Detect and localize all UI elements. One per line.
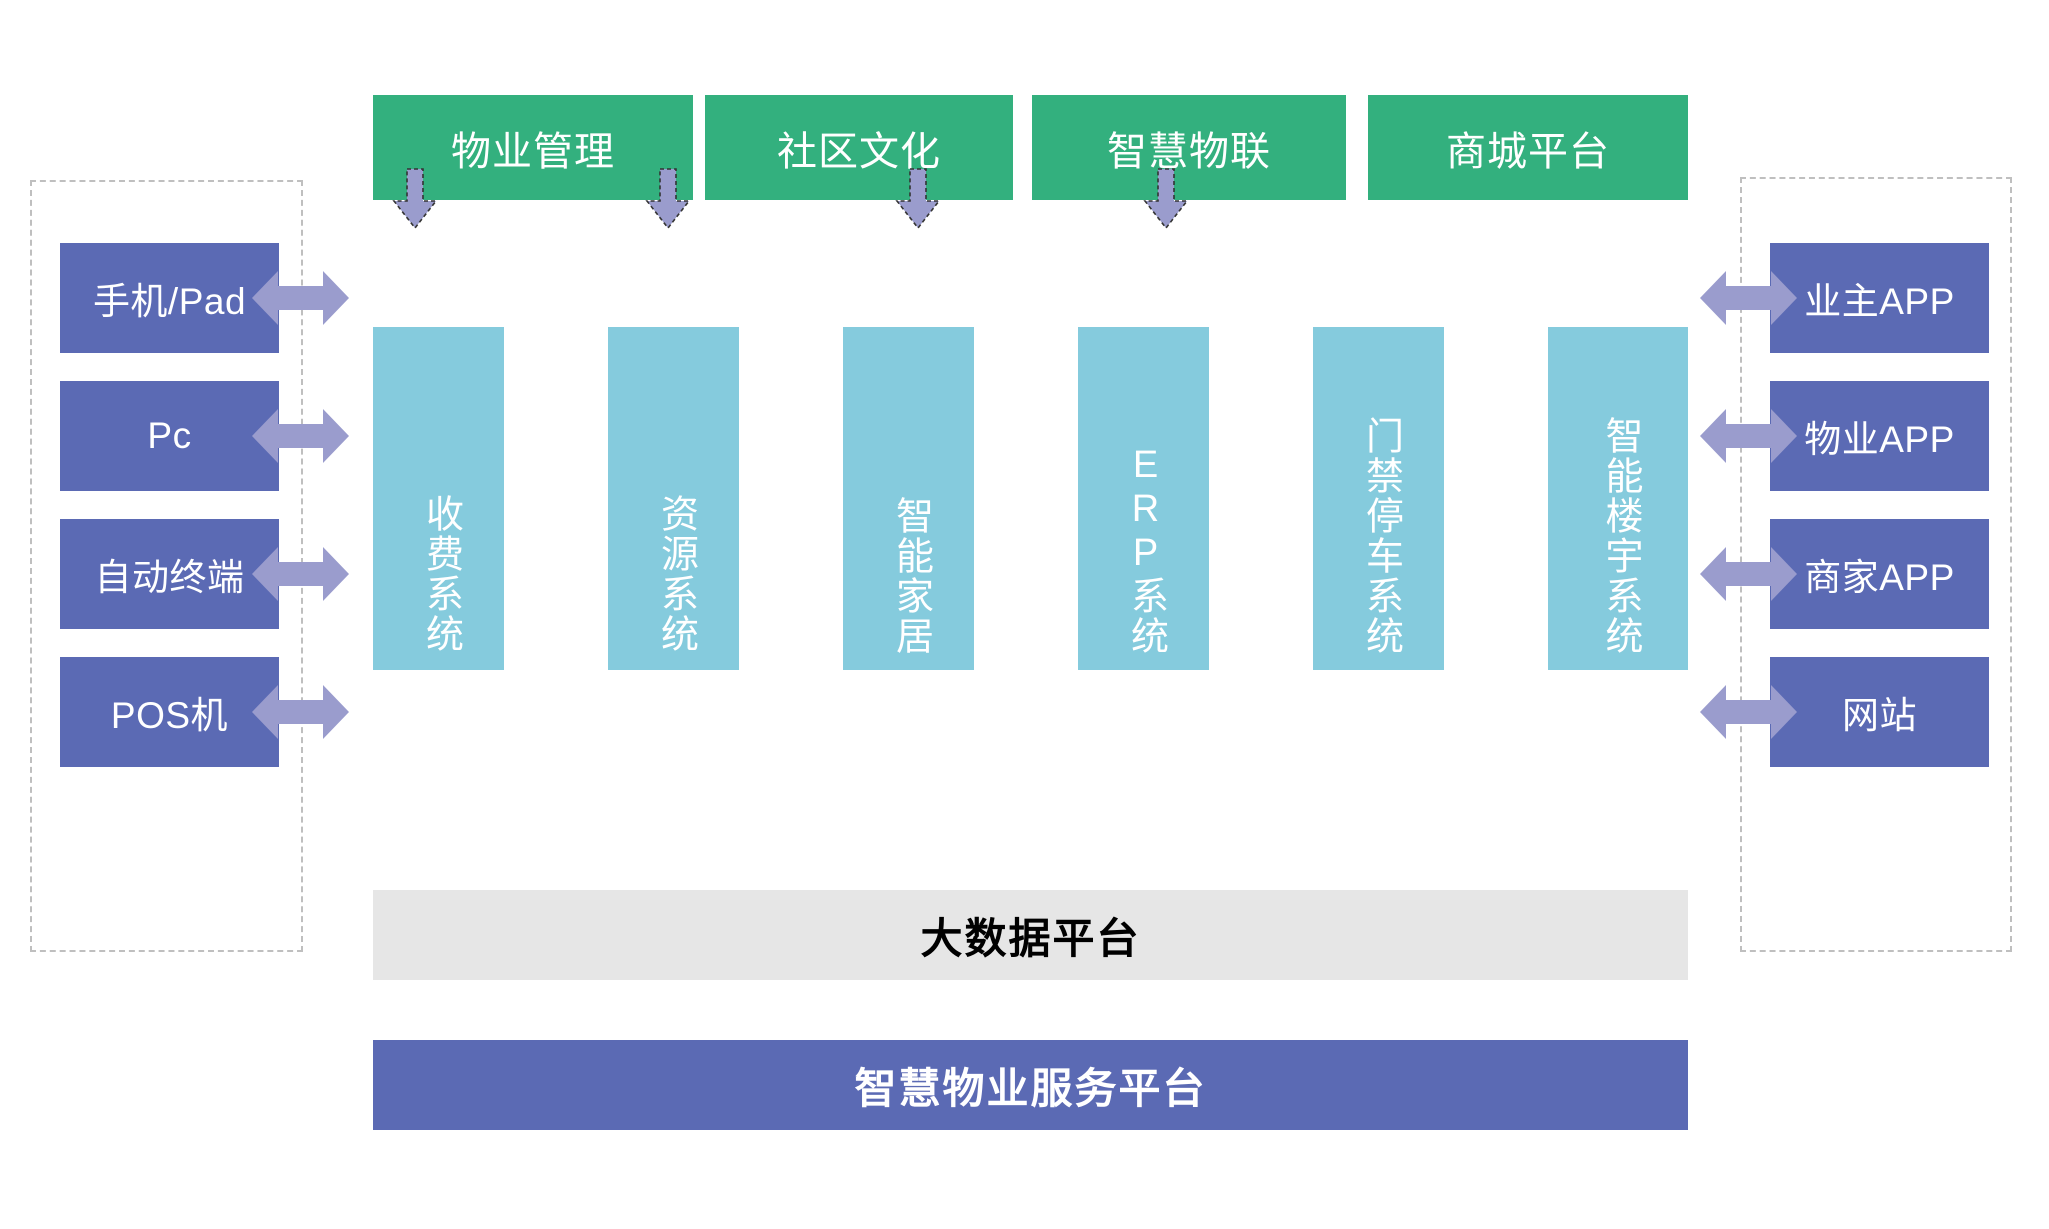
system-label: 智能家居 <box>889 496 932 656</box>
system-label: 智能楼宇系统 <box>1599 416 1641 656</box>
app-box-website[interactable]: 网站 <box>1770 657 1989 767</box>
down-arrow-icon <box>895 168 941 230</box>
system-column-erp[interactable]: ERP系统 <box>1078 327 1209 670</box>
down-arrow-icon <box>392 168 438 230</box>
double-headed-arrow-icon <box>252 403 349 469</box>
double-headed-arrow-icon <box>252 265 349 331</box>
system-column-charging[interactable]: 收费系统 <box>373 327 504 670</box>
system-label: 资源系统 <box>654 494 697 654</box>
device-box-pc[interactable]: Pc <box>60 381 279 491</box>
category-box-smart-iot[interactable]: 智慧物联 <box>1032 95 1346 200</box>
double-headed-arrow-icon <box>252 541 349 607</box>
system-label: ERP系统 <box>1124 444 1167 656</box>
system-column-smart-building[interactable]: 智能楼宇系统 <box>1548 327 1688 670</box>
app-box-property-app[interactable]: 物业APP <box>1770 381 1989 491</box>
down-arrow-icon <box>1143 168 1189 230</box>
category-box-property-management[interactable]: 物业管理 <box>373 95 693 200</box>
app-box-owner-app[interactable]: 业主APP <box>1770 243 1989 353</box>
device-box-phone-pad[interactable]: 手机/Pad <box>60 243 279 353</box>
device-box-pos[interactable]: POS机 <box>60 657 279 767</box>
system-column-access-parking[interactable]: 门禁停车系统 <box>1313 327 1444 670</box>
big-data-platform-bar[interactable]: 大数据平台 <box>373 890 1688 980</box>
double-headed-arrow-icon <box>1700 679 1797 745</box>
double-headed-arrow-icon <box>1700 541 1797 607</box>
double-headed-arrow-icon <box>1700 403 1797 469</box>
category-box-mall-platform[interactable]: 商城平台 <box>1368 95 1688 200</box>
down-arrow-icon <box>645 168 691 230</box>
system-column-smart-home[interactable]: 智能家居 <box>843 327 974 670</box>
app-box-merchant-app[interactable]: 商家APP <box>1770 519 1989 629</box>
smart-property-platform-bar[interactable]: 智慧物业服务平台 <box>373 1040 1688 1130</box>
double-headed-arrow-icon <box>1700 265 1797 331</box>
system-label: 收费系统 <box>419 494 462 654</box>
device-box-self-terminal[interactable]: 自动终端 <box>60 519 279 629</box>
system-label: 门禁停车系统 <box>1359 416 1402 656</box>
category-box-community-culture[interactable]: 社区文化 <box>705 95 1013 200</box>
double-headed-arrow-icon <box>252 679 349 745</box>
system-column-resource[interactable]: 资源系统 <box>608 327 739 670</box>
